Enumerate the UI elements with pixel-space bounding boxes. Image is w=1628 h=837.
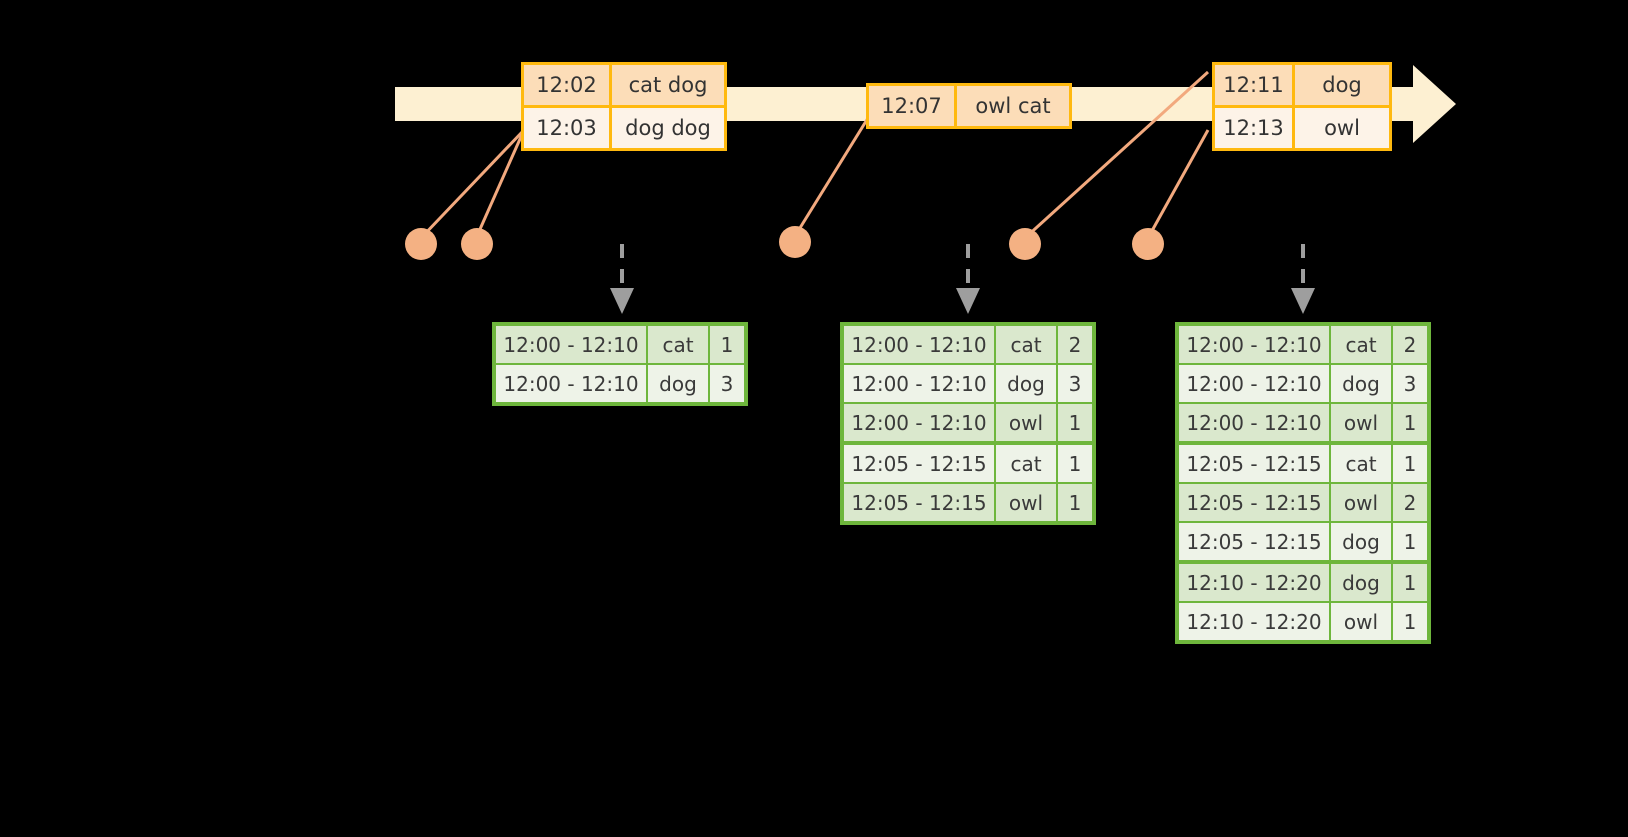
table-row[interactable]: 12:00 - 12:10 owl 1	[844, 402, 1092, 441]
cell-word: cat	[994, 326, 1056, 363]
dashed-arrow-3-head	[1291, 288, 1315, 314]
cell-word: dog	[994, 365, 1056, 402]
event-row[interactable]: 12:13 owl	[1215, 105, 1389, 148]
cell-count: 1	[708, 326, 744, 363]
cell-range: 12:00 - 12:10	[496, 365, 646, 402]
cell-range: 12:00 - 12:10	[1179, 326, 1329, 363]
event-words: cat dog	[612, 65, 724, 105]
event-time: 12:11	[1215, 65, 1295, 105]
cell-range: 12:00 - 12:10	[1179, 365, 1329, 402]
table-row[interactable]: 12:05 - 12:15 cat 1	[1179, 441, 1427, 482]
event-row[interactable]: 12:11 dog	[1215, 65, 1389, 105]
cell-count: 1	[1391, 404, 1427, 441]
connector-dots	[405, 226, 1164, 260]
connector-line-5	[1146, 129, 1210, 239]
cell-range: 12:00 - 12:10	[844, 365, 994, 402]
connector-dot-3	[779, 226, 811, 258]
table-row[interactable]: 12:00 - 12:10 dog 3	[1179, 363, 1427, 402]
cell-count: 2	[1391, 326, 1427, 363]
cell-range: 12:05 - 12:15	[1179, 523, 1329, 560]
cell-count: 2	[1391, 484, 1427, 521]
event-words: owl cat	[957, 86, 1069, 126]
cell-word: owl	[1329, 603, 1391, 640]
connector-line-1	[419, 128, 526, 240]
cell-range: 12:00 - 12:10	[1179, 404, 1329, 441]
cell-word: owl	[1329, 484, 1391, 521]
table-row[interactable]: 12:05 - 12:15 dog 1	[1179, 521, 1427, 560]
table-row[interactable]: 12:10 - 12:20 dog 1	[1179, 560, 1427, 601]
cell-count: 3	[708, 365, 744, 402]
cell-word: owl	[994, 404, 1056, 441]
cell-word: dog	[1329, 564, 1391, 601]
table-row[interactable]: 12:10 - 12:20 owl 1	[1179, 601, 1427, 640]
table-row[interactable]: 12:00 - 12:10 owl 1	[1179, 402, 1427, 441]
cell-word: dog	[1329, 523, 1391, 560]
event-box-group-3[interactable]: 12:11 dog 12:13 owl	[1212, 62, 1392, 151]
cell-count: 1	[1391, 445, 1427, 482]
cell-word: cat	[1329, 445, 1391, 482]
cell-count: 1	[1391, 603, 1427, 640]
table-row[interactable]: 12:00 - 12:10 dog 3	[496, 363, 744, 402]
connector-dot-5	[1132, 228, 1164, 260]
event-row[interactable]: 12:03 dog dog	[524, 105, 724, 148]
cell-range: 12:00 - 12:10	[844, 326, 994, 363]
cell-range: 12:10 - 12:20	[1179, 564, 1329, 601]
dashed-arrow-1-head	[610, 288, 634, 314]
connector-line-4	[1023, 70, 1210, 240]
table-row[interactable]: 12:00 - 12:10 cat 1	[496, 326, 744, 363]
table-row[interactable]: 12:00 - 12:10 cat 2	[844, 326, 1092, 363]
cell-word: cat	[646, 326, 708, 363]
connector-dot-1	[405, 228, 437, 260]
dashed-arrow-2-head	[956, 288, 980, 314]
cell-count: 1	[1391, 523, 1427, 560]
connector-dot-4	[1009, 228, 1041, 260]
cell-word: cat	[994, 445, 1056, 482]
event-words: dog	[1295, 65, 1389, 105]
event-time: 12:02	[524, 65, 612, 105]
cell-count: 1	[1056, 484, 1092, 521]
table-row[interactable]: 12:05 - 12:15 cat 1	[844, 441, 1092, 482]
result-table-1[interactable]: 12:00 - 12:10 cat 1 12:00 - 12:10 dog 3	[492, 322, 748, 406]
connector-line-3	[793, 117, 870, 237]
event-box-group-2[interactable]: 12:07 owl cat	[866, 83, 1072, 129]
event-row[interactable]: 12:02 cat dog	[524, 65, 724, 105]
connector-lines	[419, 70, 1210, 240]
cell-count: 2	[1056, 326, 1092, 363]
connector-line-2	[475, 129, 526, 237]
result-table-2[interactable]: 12:00 - 12:10 cat 2 12:00 - 12:10 dog 3 …	[840, 322, 1096, 525]
cell-count: 1	[1391, 564, 1427, 601]
table-row[interactable]: 12:00 - 12:10 cat 2	[1179, 326, 1427, 363]
cell-range: 12:05 - 12:15	[844, 484, 994, 521]
dashed-arrows	[620, 244, 1305, 290]
cell-word: cat	[1329, 326, 1391, 363]
cell-count: 1	[1056, 404, 1092, 441]
cell-range: 12:05 - 12:15	[844, 445, 994, 482]
cell-word: owl	[1329, 404, 1391, 441]
event-words: dog dog	[612, 108, 724, 148]
cell-range: 12:10 - 12:20	[1179, 603, 1329, 640]
dashed-arrow-heads	[610, 288, 1315, 314]
event-time: 12:07	[869, 86, 957, 126]
result-table-3[interactable]: 12:00 - 12:10 cat 2 12:00 - 12:10 dog 3 …	[1175, 322, 1431, 644]
cell-word: dog	[646, 365, 708, 402]
event-row[interactable]: 12:07 owl cat	[869, 86, 1069, 126]
event-words: owl	[1295, 108, 1389, 148]
cell-range: 12:05 - 12:15	[1179, 484, 1329, 521]
event-time: 12:13	[1215, 108, 1295, 148]
event-time: 12:03	[524, 108, 612, 148]
cell-range: 12:00 - 12:10	[496, 326, 646, 363]
connector-dot-2	[461, 228, 493, 260]
table-row[interactable]: 12:05 - 12:15 owl 2	[1179, 482, 1427, 521]
cell-word: owl	[994, 484, 1056, 521]
cell-count: 3	[1056, 365, 1092, 402]
cell-range: 12:05 - 12:15	[1179, 445, 1329, 482]
cell-count: 1	[1056, 445, 1092, 482]
table-row[interactable]: 12:05 - 12:15 owl 1	[844, 482, 1092, 521]
cell-range: 12:00 - 12:10	[844, 404, 994, 441]
event-box-group-1[interactable]: 12:02 cat dog 12:03 dog dog	[521, 62, 727, 151]
table-row[interactable]: 12:00 - 12:10 dog 3	[844, 363, 1092, 402]
cell-word: dog	[1329, 365, 1391, 402]
cell-count: 3	[1391, 365, 1427, 402]
